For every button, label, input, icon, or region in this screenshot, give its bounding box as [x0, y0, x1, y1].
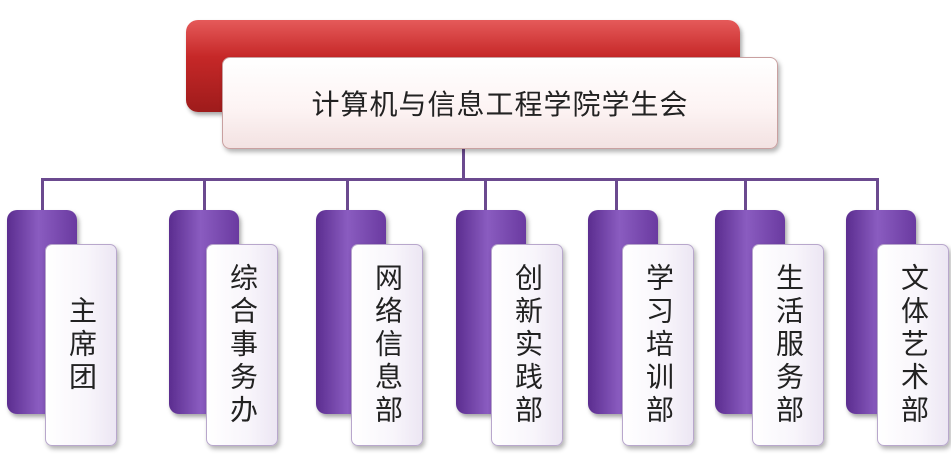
department-node: 网络信息部 [351, 244, 423, 446]
department-label: 文体艺术部 [897, 262, 930, 428]
department-label: 综合事务办 [226, 262, 259, 428]
department-label: 网络信息部 [371, 262, 404, 428]
department-label: 学习培训部 [642, 262, 675, 428]
department-node: 学习培训部 [622, 244, 694, 446]
root-node: 计算机与信息工程学院学生会 [222, 57, 778, 149]
department-node: 综合事务办 [206, 244, 278, 446]
branch-bus [41, 178, 879, 181]
branch-drop [615, 178, 618, 211]
department-node: 创新实践部 [491, 244, 563, 446]
department-node: 主席团 [45, 244, 117, 446]
root-connector [462, 149, 465, 179]
branch-drop [203, 178, 206, 211]
department-label: 生活服务部 [772, 262, 805, 428]
department-label: 主席团 [65, 295, 98, 395]
department-node: 文体艺术部 [877, 244, 949, 446]
branch-drop [876, 178, 879, 211]
branch-drop [484, 178, 487, 211]
branch-drop [41, 178, 44, 211]
root-node-title: 计算机与信息工程学院学生会 [311, 88, 689, 121]
branch-drop [744, 178, 747, 211]
department-node: 生活服务部 [752, 244, 824, 446]
branch-drop [346, 178, 349, 211]
department-label: 创新实践部 [511, 262, 544, 428]
